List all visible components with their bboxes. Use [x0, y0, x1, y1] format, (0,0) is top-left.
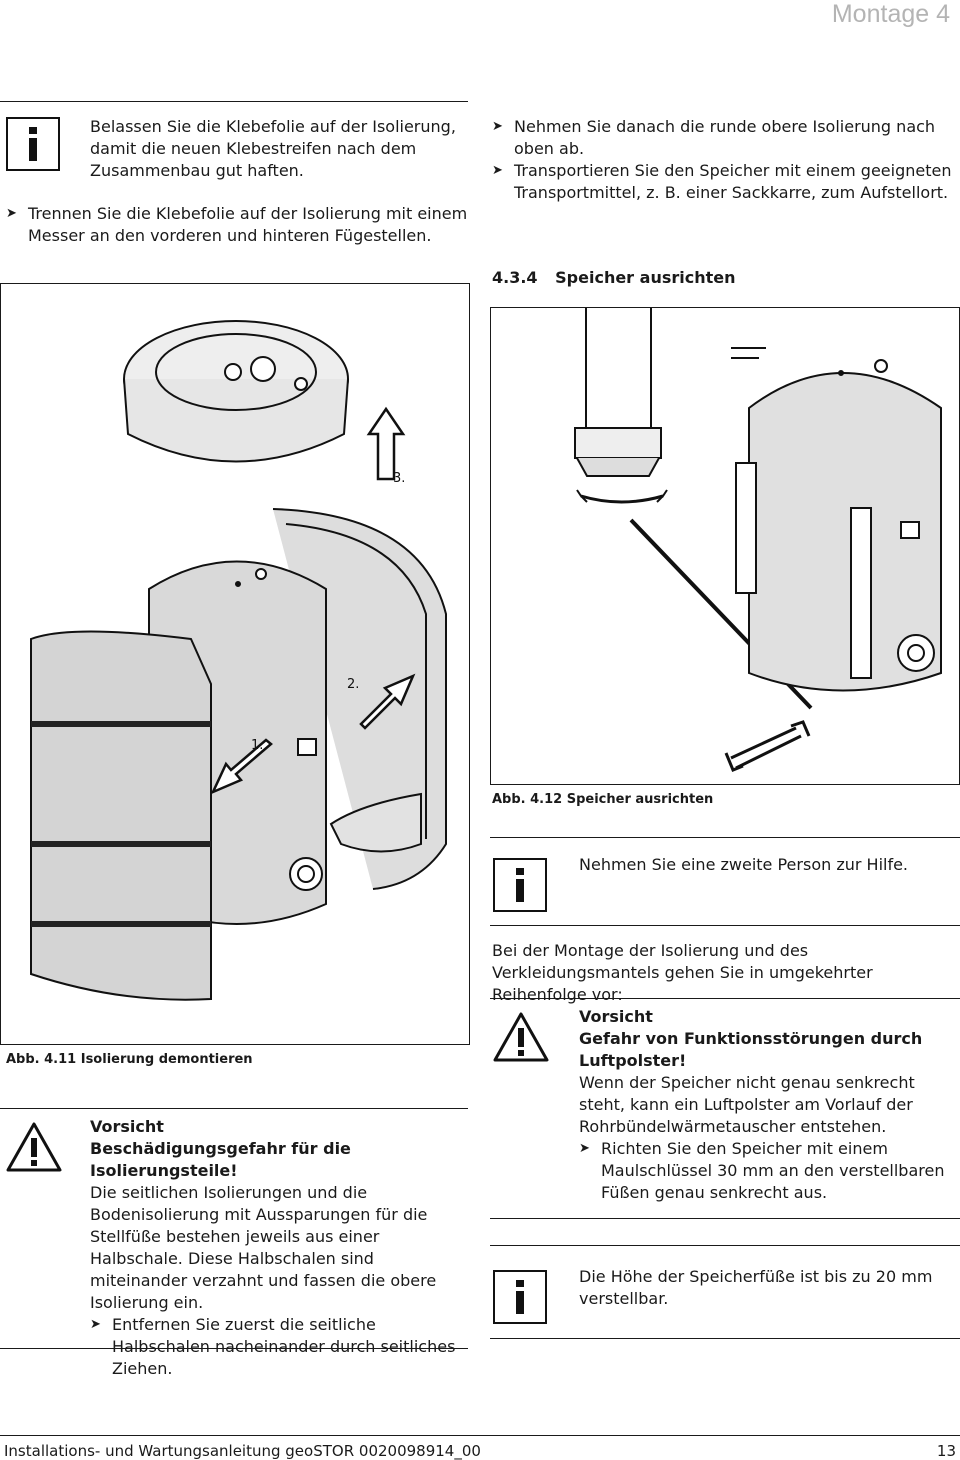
divider	[0, 1348, 468, 1349]
section-heading: 4.3.4 Speicher ausrichten	[492, 268, 736, 287]
divider	[0, 1108, 468, 1109]
warning-instruction: ➤ Entfernen Sie zuerst die seitliche Hal…	[90, 1314, 468, 1380]
arrow-bullet-icon: ➤	[6, 206, 17, 221]
instruction-list-top: ➤ Nehmen Sie danach die runde obere Isol…	[492, 116, 952, 204]
instruction-text: Trennen Sie die Klebefolie auf der Isoli…	[28, 204, 468, 245]
warning-instruction: ➤ Richten Sie den Speicher mit einem Mau…	[579, 1138, 953, 1204]
figure-insulation-removal: 1. 2. 3.	[0, 283, 470, 1045]
info-icon	[493, 1270, 547, 1324]
footer-doc-title: Installations- und Wartungsanleitung geo…	[4, 1442, 481, 1460]
step-label-1: 1.	[251, 738, 263, 753]
info-note-feet-height: Die Höhe der Speicherfüße ist bis zu 20 …	[579, 1267, 933, 1308]
warning-body: Wenn der Speicher nicht genau senkrecht …	[579, 1073, 915, 1136]
section-title: Speicher ausrichten	[555, 268, 736, 287]
section-number: 4.3.4	[492, 268, 538, 287]
info-icon	[493, 858, 547, 912]
warning-block-insulation: Vorsicht Beschädigungsgefahr für die Iso…	[90, 1116, 468, 1380]
arrow-bullet-icon: ➤	[492, 163, 503, 178]
instruction-text: Entfernen Sie zuerst die seitliche Halbs…	[112, 1315, 456, 1378]
warning-subtitle: Beschädigungsgefahr für die Isolierungst…	[90, 1139, 351, 1180]
arrow-bullet-icon: ➤	[492, 119, 503, 134]
instruction-remove-top: ➤ Nehmen Sie danach die runde obere Isol…	[492, 116, 952, 160]
chapter-header: Montage 4	[831, 0, 950, 28]
divider	[490, 1245, 960, 1246]
divider	[490, 837, 960, 838]
figure-tank-alignment	[490, 307, 960, 785]
warning-title: Vorsicht	[579, 1007, 653, 1026]
tank-alignment-illustration	[574, 308, 942, 772]
figure-caption-4-11: Abb. 4.11 Isolierung demontieren	[6, 1052, 253, 1067]
tank-insulation-illustration: 1. 2. 3.	[30, 320, 447, 1001]
instruction-text: Richten Sie den Speicher mit einem Mauls…	[601, 1139, 945, 1202]
divider	[0, 101, 468, 102]
figure-caption-4-12: Abb. 4.12 Speicher ausrichten	[492, 792, 714, 807]
arrow-bullet-icon: ➤	[90, 1317, 101, 1332]
instruction-text: Nehmen Sie danach die runde obere Isolie…	[514, 117, 936, 158]
instruction-cut-foil: ➤ Trennen Sie die Klebefolie auf der Iso…	[6, 203, 468, 247]
info-note-second-person: Nehmen Sie eine zweite Person zur Hilfe.	[579, 855, 909, 874]
instruction-transport: ➤ Transportieren Sie den Speicher mit ei…	[492, 160, 952, 204]
warning-triangle-icon	[493, 1012, 549, 1062]
step-label-3: 3.	[393, 471, 405, 486]
warning-title: Vorsicht	[90, 1117, 164, 1136]
footer-divider	[0, 1435, 960, 1436]
arrow-bullet-icon: ➤	[579, 1141, 590, 1156]
warning-triangle-icon	[6, 1122, 62, 1172]
info-icon	[6, 117, 60, 171]
divider	[490, 998, 960, 999]
divider	[490, 1218, 960, 1219]
warning-subtitle: Gefahr von Funktionsstörungen durch Luft…	[579, 1029, 923, 1070]
divider	[490, 1338, 960, 1339]
reassembly-note: Bei der Montage der Isolierung und des V…	[492, 941, 873, 1004]
instruction-text: Transportieren Sie den Speicher mit eine…	[514, 161, 952, 202]
warning-body: Die seitlichen Isolierungen und die Bode…	[90, 1183, 437, 1312]
warning-block-air-cushion: Vorsicht Gefahr von Funktionsstörungen d…	[579, 1006, 953, 1204]
step-label-2: 2.	[347, 677, 359, 692]
divider	[490, 925, 960, 926]
info-note-foil: Belassen Sie die Klebefolie auf der Isol…	[90, 117, 456, 180]
page-number: 13	[936, 1442, 956, 1460]
